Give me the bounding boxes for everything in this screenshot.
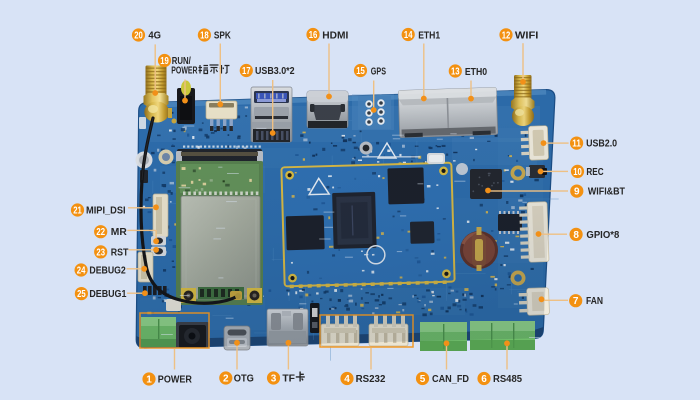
svg-text:MR: MR <box>111 227 127 238</box>
svg-text:RST: RST <box>111 247 129 258</box>
svg-text:USB2.0: USB2.0 <box>586 139 617 150</box>
svg-text:16: 16 <box>309 30 318 41</box>
svg-text:3: 3 <box>271 374 277 385</box>
svg-text:POWER: POWER <box>171 66 198 77</box>
svg-text:FAN: FAN <box>586 296 603 307</box>
svg-text:18: 18 <box>200 31 209 42</box>
svg-text:22: 22 <box>96 227 105 238</box>
svg-text:9: 9 <box>574 187 580 198</box>
svg-text:ETH1: ETH1 <box>418 30 440 41</box>
svg-text:14: 14 <box>404 30 413 41</box>
svg-text:15: 15 <box>356 66 365 77</box>
svg-text:17: 17 <box>242 66 251 77</box>
svg-text:GPIO*8: GPIO*8 <box>586 230 619 241</box>
svg-text:ETH0: ETH0 <box>465 67 487 78</box>
svg-text:RS232: RS232 <box>356 374 386 385</box>
svg-text:21: 21 <box>73 206 82 217</box>
svg-text:7: 7 <box>573 296 579 307</box>
svg-text:RUN/: RUN/ <box>172 56 191 67</box>
svg-text:OTG: OTG <box>234 374 254 385</box>
svg-text:SPK: SPK <box>214 30 231 41</box>
svg-text:12: 12 <box>502 30 511 41</box>
svg-text:13: 13 <box>451 67 460 78</box>
svg-text:19: 19 <box>160 56 169 67</box>
svg-text:24: 24 <box>77 266 86 277</box>
svg-text:USB3.0*2: USB3.0*2 <box>255 66 295 77</box>
svg-text:WIFI: WIFI <box>515 31 539 42</box>
svg-text:REC: REC <box>586 167 604 178</box>
svg-text:POWER: POWER <box>158 374 193 385</box>
svg-text:TF: TF <box>282 374 295 385</box>
svg-text:11: 11 <box>572 139 581 150</box>
svg-text:GPS: GPS <box>371 67 386 78</box>
svg-text:WIFI&BT: WIFI&BT <box>588 187 626 198</box>
svg-text:5: 5 <box>420 374 426 385</box>
svg-text:CAN_FD: CAN_FD <box>432 374 469 385</box>
svg-text:DEBUG1: DEBUG1 <box>89 289 126 300</box>
svg-text:25: 25 <box>77 289 86 300</box>
svg-text:2: 2 <box>223 374 229 385</box>
svg-text:RS485: RS485 <box>493 374 522 385</box>
svg-text:20: 20 <box>134 31 143 42</box>
svg-text:8: 8 <box>573 230 579 241</box>
svg-text:10: 10 <box>573 167 582 178</box>
svg-text:23: 23 <box>96 247 105 258</box>
svg-text:1: 1 <box>146 375 152 386</box>
svg-text:HDMI: HDMI <box>322 30 348 41</box>
svg-text:4: 4 <box>344 374 350 385</box>
svg-text:DEBUG2: DEBUG2 <box>89 266 126 277</box>
svg-text:MIPI_DSI: MIPI_DSI <box>86 205 126 216</box>
svg-text:6: 6 <box>481 374 487 385</box>
svg-text:4G: 4G <box>148 30 161 41</box>
